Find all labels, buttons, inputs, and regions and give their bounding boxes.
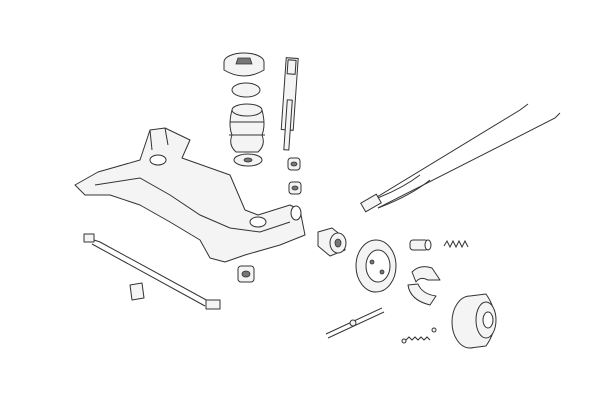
wheel-cylinder [409, 239, 432, 251]
rear-axle-subframe [74, 127, 306, 263]
subframe-bushing [237, 265, 255, 283]
adjuster-rod [325, 307, 385, 339]
shock-bushing-lower [288, 181, 302, 195]
brake-drum [451, 293, 497, 349]
strut-top-mount [223, 52, 265, 98]
wheel-hub-bearing [317, 227, 347, 257]
bump-stop [229, 103, 265, 153]
brake-shoe-spring-kit [401, 327, 437, 344]
brake-backing-plate [355, 239, 397, 293]
strut-bearing-washer [233, 153, 263, 167]
handbrake-cable-pair [360, 103, 561, 213]
shock-absorber [280, 57, 299, 151]
shock-bushing-upper [287, 157, 301, 171]
rubber-mount-block [129, 282, 145, 301]
stabilizer-link-rod [83, 233, 221, 310]
return-spring [443, 239, 469, 249]
brake-shoes [407, 266, 441, 306]
